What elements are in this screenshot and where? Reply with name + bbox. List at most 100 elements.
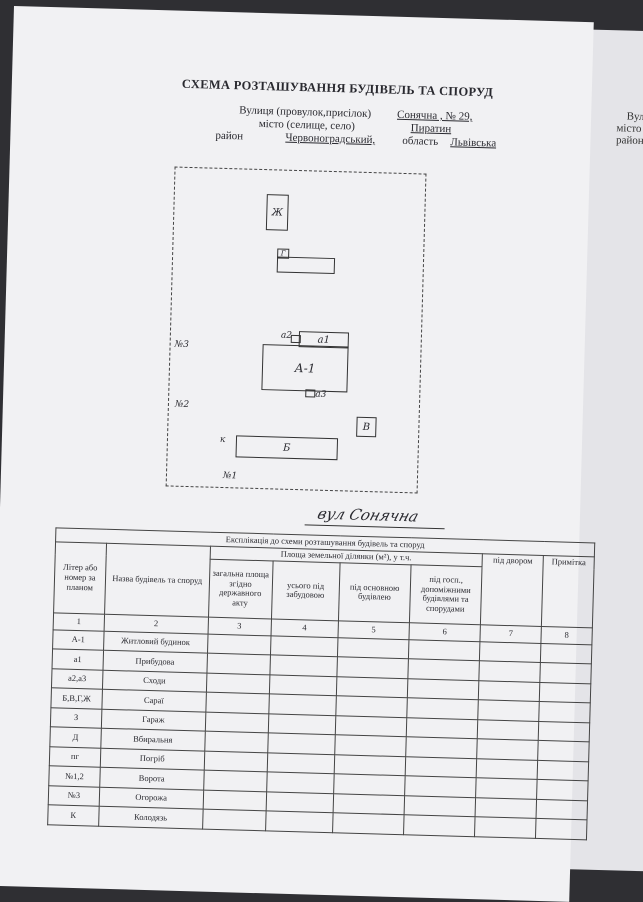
empty-cell [407,659,480,681]
empty-cell [337,637,409,660]
empty-cell [478,680,540,702]
city-label: місто (селище, село) [258,117,356,133]
row-letter: Д [49,727,102,748]
empty-cell [537,760,589,782]
empty-cell [539,682,591,704]
empty-cell [265,811,333,833]
empty-cell [205,672,270,695]
row-letter: а1 [52,649,104,671]
district-label: район [215,129,244,143]
header-letter: Літер або номер за планом [53,541,107,615]
empty-cell [474,816,537,839]
document-title: СХЕМА РОЗТАШУВАННЯ БУДІВЕЛЬ ТА СПОРУД [181,76,494,100]
empty-cell [406,698,479,720]
empty-cell [270,635,338,658]
well-label: к [219,434,226,446]
row-letter: пг [49,746,101,768]
empty-cell [265,791,334,813]
empty-cell [477,719,539,741]
col-number: 3 [207,616,272,636]
gate-marker-n1: №1 [222,471,238,482]
empty-cell [407,678,479,701]
col-number: 5 [337,620,410,640]
explication-table: Експлікація до схеми розташування будіве… [47,527,595,840]
empty-cell [268,674,337,697]
empty-cell [538,721,590,743]
empty-cell [476,738,539,761]
empty-cell [535,818,587,840]
region-label: область [402,134,439,148]
empty-cell [205,692,269,714]
empty-cell [476,758,538,780]
gate-marker-n2: №2 [174,399,190,411]
header-total: загальна площа згідно державного акту [208,558,273,619]
building-a1-main: А-1 [261,344,349,393]
col-number: 6 [408,622,481,642]
street-name: вул Сонячна [315,504,421,526]
header-note: Примітка [541,555,595,628]
empty-cell [269,655,338,677]
site-plan: Ж Г а1 а2 А-1 а3 В Б к №3 №2 №1 [165,166,427,494]
empty-cell [475,777,538,800]
empty-cell [204,731,268,753]
document-page: СХЕМА РОЗТАШУВАННЯ БУДІВЕЛЬ ТА СПОРУД Ву… [0,6,595,902]
empty-cell [334,735,407,757]
empty-cell [266,772,334,794]
adjacent-page-district-label: район [615,134,643,147]
building-b: Б [235,435,339,461]
empty-cell [403,814,476,837]
empty-cell [478,661,541,683]
col-number: 7 [480,624,542,644]
row-letter: К [47,805,100,826]
empty-cell [536,799,588,821]
fence-marker-n3: №3 [174,339,189,351]
adjacent-page-city-label: місто (с [616,122,643,135]
row-letter: а2,а3 [51,668,103,690]
city-value: Пиратин [410,122,452,136]
col-number: 1 [53,612,105,632]
empty-cell [202,809,266,831]
district-value: Червоноградський, [285,131,376,147]
region-value: Львівська [450,136,497,150]
col-number: 4 [270,618,339,638]
header-built: усього під забудовою [271,560,340,621]
empty-cell [537,740,590,762]
row-letter: №3 [48,785,100,807]
header-yard: під двором [480,553,544,627]
empty-cell [203,770,267,792]
empty-cell [268,694,337,716]
building-zh: Ж [265,194,289,231]
empty-cell [408,639,481,662]
header-main-building: під основною будівлею [338,562,411,623]
empty-cell [335,696,408,718]
empty-cell [539,662,592,684]
row-letter: Б,В,Г,Ж [50,688,103,709]
empty-cell [206,653,271,675]
empty-cell [336,676,408,699]
row-letter: З [50,707,102,729]
empty-cell [405,756,477,778]
empty-cell [475,797,537,819]
empty-cell [333,773,406,796]
empty-cell [334,715,407,738]
empty-cell [336,657,409,679]
col-number: 8 [541,626,593,645]
empty-cell [332,793,405,815]
row-letter: А-1 [52,629,104,651]
empty-cell [332,812,404,835]
row-name: Колодязь [98,806,203,829]
adjacent-page-street-label: Вулиця [626,110,643,124]
empty-cell [267,733,335,755]
stairs-a2 [290,334,301,344]
building-g [276,256,336,275]
empty-cell [333,754,406,776]
row-letter: №1,2 [48,766,101,787]
empty-cell [403,795,476,817]
empty-cell [479,641,542,663]
empty-cell [204,711,269,734]
empty-cell [207,633,271,656]
empty-cell [477,700,540,722]
empty-cell [203,750,268,773]
stairs-a3 [305,389,316,398]
